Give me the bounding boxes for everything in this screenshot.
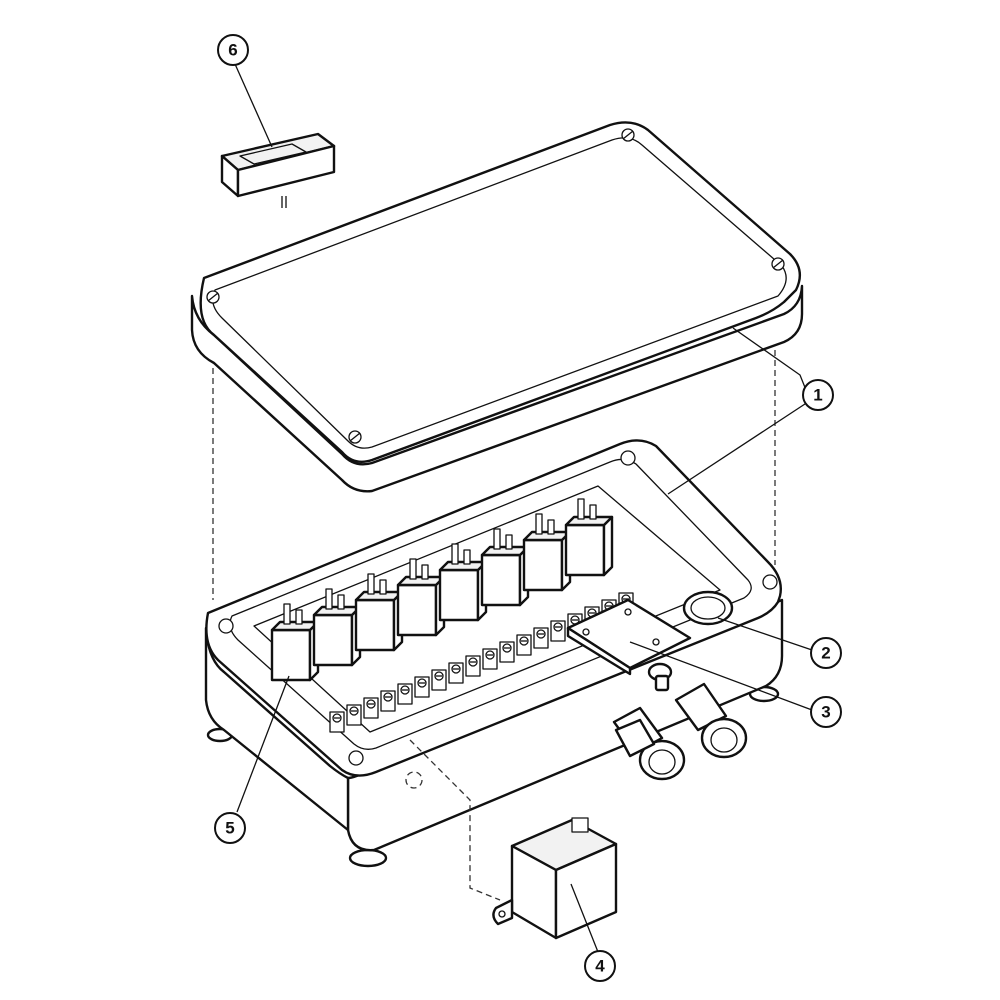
callout-1: 1 — [802, 379, 834, 411]
callout-4-label: 4 — [595, 957, 605, 976]
terminal — [465, 655, 481, 677]
relay — [354, 573, 404, 652]
callout-3-label: 3 — [821, 703, 830, 722]
callout-1-label: 1 — [813, 386, 822, 405]
cable-glands — [612, 662, 748, 781]
callout-2: 2 — [810, 637, 842, 669]
callout-5-label: 5 — [225, 819, 234, 838]
terminal — [533, 627, 549, 649]
terminal — [380, 690, 396, 712]
terminal — [550, 620, 566, 642]
loose-relay — [409, 739, 618, 940]
mounting-plate — [566, 598, 692, 676]
callout-6: 6 — [217, 34, 249, 66]
relay — [438, 543, 488, 622]
enclosure-box — [204, 439, 784, 868]
callout-2-label: 2 — [821, 644, 830, 663]
callout-5: 5 — [214, 812, 246, 844]
terminal — [329, 711, 345, 733]
relay-row — [270, 498, 614, 682]
relay — [480, 528, 530, 607]
terminal — [448, 662, 464, 684]
terminal — [363, 697, 379, 719]
terminal — [499, 641, 515, 663]
terminal — [397, 683, 413, 705]
enclosure-lid — [190, 121, 804, 493]
relay — [564, 498, 614, 577]
callout-6-label: 6 — [228, 41, 237, 60]
terminal — [516, 634, 532, 656]
callout-3: 3 — [810, 696, 842, 728]
terminal-block — [329, 592, 634, 733]
terminal — [482, 648, 498, 670]
alignment-dashes — [212, 330, 776, 600]
callout-4: 4 — [584, 950, 616, 982]
indicator-module — [220, 132, 336, 208]
terminal — [346, 704, 362, 726]
terminal — [414, 676, 430, 698]
terminal — [431, 669, 447, 691]
